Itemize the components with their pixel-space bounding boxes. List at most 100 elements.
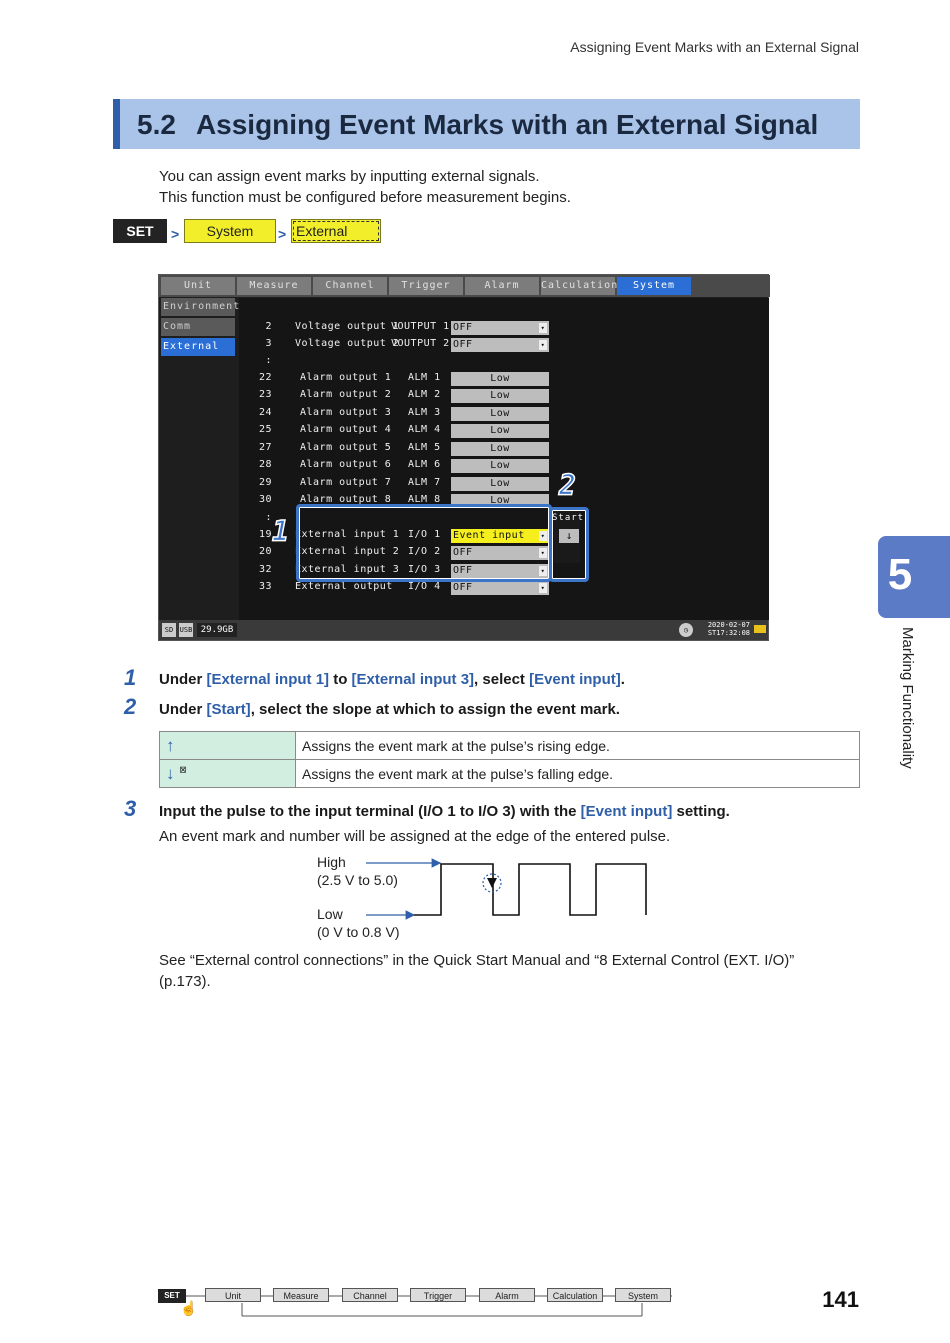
dropdown-arrow-icon[interactable]: ▾: [539, 566, 547, 576]
tab-measure[interactable]: Measure: [237, 277, 311, 295]
row-number: 29: [258, 477, 272, 488]
setting-dropdown[interactable]: OFF▾: [451, 564, 549, 578]
setting-dropdown[interactable]: Event input▾: [451, 529, 549, 543]
dropdown-arrow-icon[interactable]: ▾: [539, 583, 547, 593]
intro-line-1: You can assign event marks by inputting …: [159, 168, 540, 185]
row-name: Alarm output 1: [300, 372, 392, 383]
row-name: Alarm output 8: [300, 494, 392, 505]
setting-value-text: Low: [490, 495, 510, 506]
chapter-tab: 5: [878, 536, 950, 618]
setting-value-text: Low: [490, 373, 510, 384]
tab-trigger[interactable]: Trigger: [389, 277, 463, 295]
row-io-terminal: VOUTPUT 2: [391, 338, 450, 349]
power-plug-icon: [754, 625, 766, 633]
setting-value[interactable]: Low: [451, 372, 549, 386]
device-tab-bar: Unit Measure Channel Trigger Alarm Calcu…: [159, 275, 770, 297]
mark-icon: ⊠: [179, 763, 187, 774]
tab-calculation[interactable]: Calculation: [541, 277, 617, 295]
ref-event-input: [Event input]: [580, 803, 673, 820]
row-io-terminal: ALM 5: [408, 442, 441, 453]
setting-value-text: Low: [490, 443, 510, 454]
text: Under: [159, 671, 207, 688]
slope-description: Assigns the event mark at the pulse’s ri…: [295, 731, 860, 760]
device-screen: Unit Measure Channel Trigger Alarm Calcu…: [158, 274, 770, 641]
row-io-terminal: ALM 8: [408, 494, 441, 505]
ref-start: [Start]: [206, 701, 251, 718]
device-clock: 2020-02-07 ST17:32:08: [708, 621, 750, 637]
dropdown-arrow-icon[interactable]: ▾: [539, 548, 547, 558]
pulse-line: [414, 863, 647, 916]
tab-unit[interactable]: Unit: [161, 277, 235, 295]
setting-value-text: OFF: [453, 322, 473, 333]
row-io-terminal: ALM 4: [408, 424, 441, 435]
row-name: Alarm output 3: [300, 407, 392, 418]
tab-channel[interactable]: Channel: [313, 277, 387, 295]
row-io-terminal: ALM 3: [408, 407, 441, 418]
page-number: 141: [822, 1287, 859, 1312]
section-title: 5.2 Assigning Event Marks with an Externa…: [137, 109, 818, 141]
clock-icon: ◷: [679, 623, 693, 637]
start-slope-select[interactable]: ↓: [559, 529, 579, 543]
row-number: 25: [258, 424, 272, 435]
setting-dropdown[interactable]: OFF ▾: [451, 338, 549, 352]
section-number: 5.2: [137, 109, 176, 140]
setting-value[interactable]: Low: [451, 407, 549, 421]
callout-2: 2: [558, 468, 576, 503]
row-io-terminal: I/O 4: [408, 581, 441, 592]
setting-value[interactable]: Low: [451, 424, 549, 438]
intro-line-2: This function must be configured before …: [159, 189, 571, 206]
setting-value-text: Low: [490, 460, 510, 471]
high-range: (2.5 V to 5.0): [317, 872, 398, 888]
row-number: 22: [258, 372, 272, 383]
side-item-environment[interactable]: Environment: [161, 298, 239, 316]
side-item-comm[interactable]: Comm: [161, 318, 235, 336]
row-name: Alarm output 2: [300, 389, 392, 400]
setting-value[interactable]: Low: [451, 477, 549, 491]
sd-card-icon: SD: [162, 623, 176, 637]
row-io-terminal: ALM 7: [408, 477, 441, 488]
bottom-nav-channel: Channel: [342, 1288, 398, 1302]
status-tag: ST: [707, 629, 717, 637]
setting-dropdown[interactable]: OFF ▾: [451, 321, 549, 335]
row-io-terminal: ALM 2: [408, 389, 441, 400]
set-key: SET: [113, 219, 167, 243]
side-item-external[interactable]: External: [161, 338, 235, 356]
nav-separator: >: [171, 226, 180, 242]
section-title-text: Assigning Event Marks with an External S…: [195, 109, 819, 140]
step-1-text: Under [External input 1] to [External in…: [159, 671, 625, 688]
text: Input the pulse to the input terminal (I…: [159, 803, 581, 820]
setting-dropdown[interactable]: OFF▾: [451, 546, 549, 560]
setting-value[interactable]: Low: [451, 459, 549, 473]
tab-alarm[interactable]: Alarm: [465, 277, 539, 295]
highlight-start: [549, 507, 589, 582]
dropdown-arrow-icon[interactable]: ▾: [539, 323, 547, 333]
chapter-number: 5: [887, 550, 913, 599]
section-heading: 5.2 Assigning Event Marks with an Externa…: [113, 99, 860, 149]
step-3-text: Input the pulse to the input terminal (I…: [159, 803, 730, 820]
row-io-terminal: I/O 1: [408, 529, 441, 540]
setting-value[interactable]: Low: [451, 389, 549, 403]
row-number: 23: [258, 389, 272, 400]
pointer-hand-icon: ☝: [180, 1300, 198, 1316]
setting-value-text: OFF: [453, 339, 473, 350]
dropdown-arrow-icon[interactable]: ▾: [539, 340, 547, 350]
bottom-set-key: SET: [158, 1289, 186, 1303]
nav-external-button: External: [291, 219, 381, 243]
bottom-nav-system: System: [615, 1288, 671, 1302]
nav-system-button: System: [184, 219, 276, 243]
row-number: 28: [258, 459, 272, 470]
row-name: Alarm output 4: [300, 424, 392, 435]
device-time: 17:32:08: [716, 629, 750, 637]
row-name: External input 3: [295, 564, 400, 575]
start-header: Start: [552, 513, 585, 523]
tab-system[interactable]: System: [617, 277, 691, 295]
setting-value-text: Low: [490, 478, 510, 489]
event-mark-circle: [482, 873, 502, 893]
text: setting.: [672, 803, 730, 820]
dropdown-arrow-icon[interactable]: ▾: [539, 531, 547, 541]
setting-dropdown[interactable]: OFF▾: [451, 581, 549, 595]
text: , select the slope at which to assign th…: [250, 701, 620, 718]
slope-table: ↑ Assigns the event mark at the pulse’s …: [159, 731, 860, 788]
setting-value[interactable]: Low: [451, 442, 549, 456]
text: .: [620, 671, 625, 688]
